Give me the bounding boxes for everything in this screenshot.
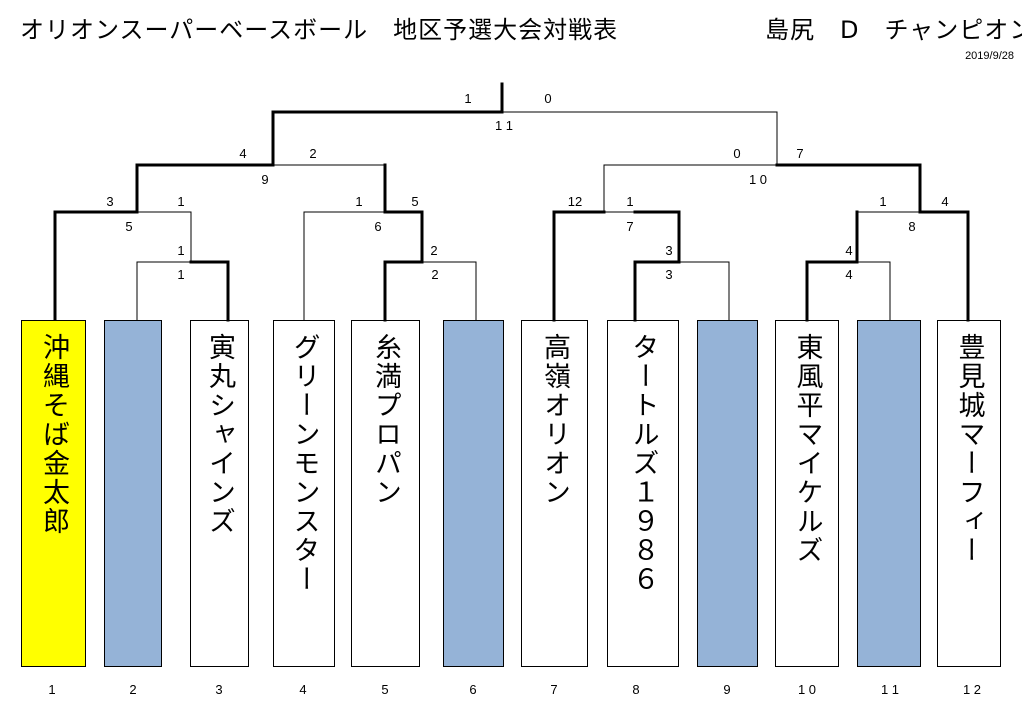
score-left: 3 [106,194,114,209]
date-label: 2019/9/28 [965,50,1014,62]
team-box-11[interactable] [857,320,921,667]
team-number: 4 [299,682,307,697]
team-name: 沖縄そば金太郎 [38,333,69,536]
score-left: 1 [177,243,185,258]
match-number: 1 [177,267,185,282]
bracket-line [603,164,778,213]
bracket-line [678,261,730,321]
page-title: オリオンスーパーベースボール 地区予選大会対戦表 [20,16,619,44]
team-number: 5 [381,682,389,697]
score-left: 4 [845,243,853,258]
score-right: 1 [177,194,185,209]
team-box-4[interactable]: グリーンモンスター [273,320,335,667]
team-number: 1 2 [962,682,982,697]
match-number: 8 [908,219,916,234]
team-number: 9 [723,682,731,697]
match-number: 1 0 [748,172,768,187]
score-left: 4 [239,146,247,161]
team-box-10[interactable]: 東風平マイケルズ [775,320,839,667]
match-number: 7 [626,219,634,234]
team-name: 寅丸シャインズ [204,333,235,536]
team-box-6[interactable] [443,320,504,667]
team-number: 1 [48,682,56,697]
team-box-3[interactable]: 寅丸シャインズ [190,320,249,667]
score-left: 1 [464,91,472,106]
team-number: 1 1 [880,682,900,697]
score-left: 0 [733,146,741,161]
team-number: 7 [550,682,558,697]
match-number: 2 [431,267,439,282]
score-right: 2 [309,146,317,161]
bracket-winner-line [775,163,970,322]
bracket-winner-line [53,82,504,322]
score-right: 5 [411,194,419,209]
team-box-12[interactable]: 豊見城マーフィー [937,320,1001,667]
team-number: 3 [215,682,223,697]
team-box-9[interactable] [697,320,758,667]
team-box-2[interactable] [104,320,162,667]
bracket-winner-line [805,210,859,322]
match-number: 4 [845,267,853,282]
bracket-line [856,261,891,321]
team-box-8[interactable]: タートルズ１９８６ [607,320,679,667]
match-number: 3 [665,267,673,282]
team-number: 6 [469,682,477,697]
team-box-5[interactable]: 糸満プロパン [351,320,420,667]
bracket-line [303,211,386,321]
team-name: 東風平マイケルズ [791,333,823,565]
bracket-winner-line [633,210,681,322]
team-box-1[interactable]: 沖縄そば金太郎 [21,320,86,667]
team-name: 高嶺オリオン [539,333,570,507]
score-right: 3 [665,243,673,258]
team-number: 2 [129,682,137,697]
match-number: 9 [261,172,269,187]
team-name: 豊見城マーフィー [953,333,985,565]
team-number: 1 0 [797,682,817,697]
bracket-line [421,261,477,321]
score-right: 0 [544,91,552,106]
bracket-line [136,261,192,321]
team-name: タートルズ１９８６ [627,333,659,594]
champion-label: 島尻 D チャンピオン [765,16,1022,44]
score-right: 7 [796,146,804,161]
match-number: 1 1 [494,118,514,133]
bracket-winner-line [189,260,230,322]
score-right: 1 [626,194,634,209]
bracket-winner-line [552,210,606,322]
bracket-line [501,111,778,166]
score-right: 4 [941,194,949,209]
match-number: 5 [125,219,133,234]
match-number: 6 [374,219,382,234]
team-name: 糸満プロパン [370,333,401,507]
team-name: グリーンモンスター [288,333,320,594]
score-left: 12 [567,194,583,209]
score-left: 1 [355,194,363,209]
score-right: 2 [430,243,438,258]
score-left: 1 [879,194,887,209]
team-box-7[interactable]: 高嶺オリオン [521,320,588,667]
bracket-winner-line [383,163,424,322]
team-number: 8 [632,682,640,697]
bracket-line [136,211,192,263]
